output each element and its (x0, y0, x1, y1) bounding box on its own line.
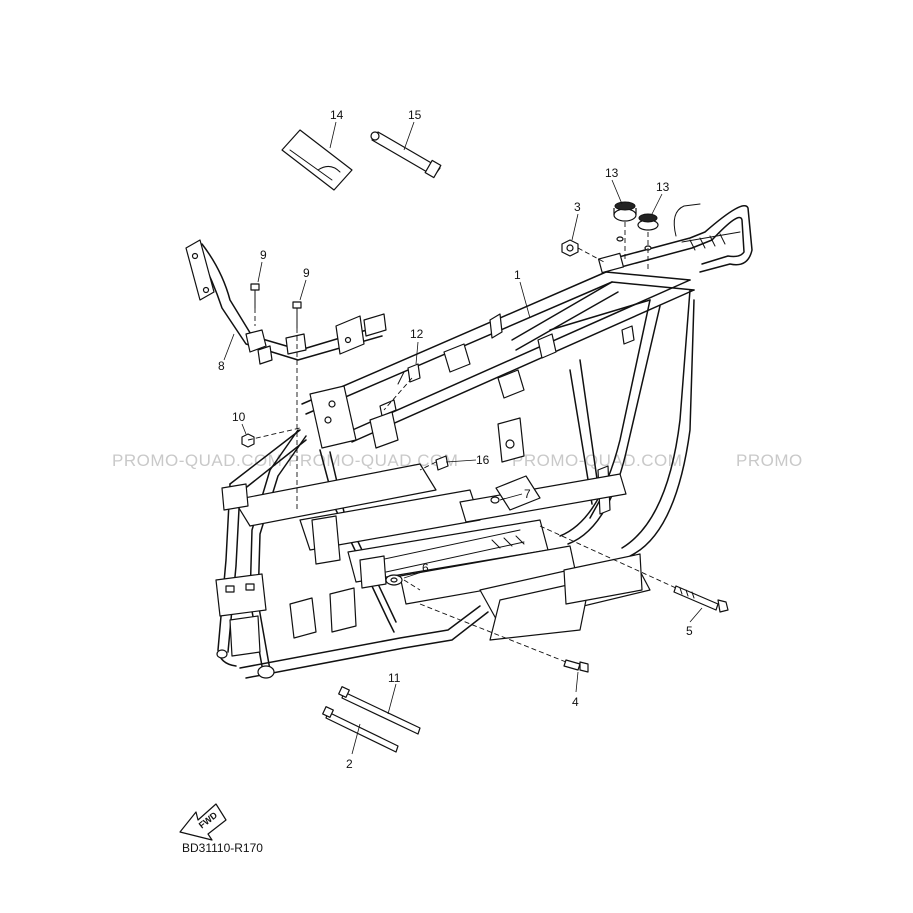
callout-8: 8 (218, 359, 225, 373)
watermark-4: PROMO (736, 451, 803, 470)
part-11-2-ties (322, 686, 421, 753)
main-frame-upper (301, 271, 695, 443)
main-frame-front (215, 385, 489, 679)
callout-14: 14 (330, 108, 344, 122)
callout-numbers: 14 15 13 13 3 1 9 9 8 12 10 16 7 6 5 4 1… (218, 108, 693, 771)
callout-13b: 13 (656, 180, 670, 194)
lower-cross-members (221, 463, 651, 641)
part-13-grommets (613, 201, 659, 231)
callout-15: 15 (408, 108, 422, 122)
leader-lines (223, 121, 703, 755)
callout-6: 6 (422, 561, 429, 575)
part-3-nut (561, 239, 579, 257)
callout-11: 11 (388, 671, 401, 685)
rear-rack (597, 203, 753, 274)
callout-2: 2 (346, 757, 353, 771)
fwd-arrow-icon: FWD (179, 803, 227, 841)
part-4-bolt (563, 659, 589, 673)
part-14-label (281, 129, 353, 191)
part-5-bolt (673, 585, 729, 613)
callout-1: 1 (514, 268, 521, 282)
callout-16: 16 (476, 453, 490, 467)
callout-9b: 9 (303, 266, 310, 280)
watermark-3: PROMO-QUAD.COM (512, 451, 682, 470)
part-10-nut (241, 433, 255, 448)
mid-brackets (369, 411, 541, 511)
part-6-washer (385, 574, 403, 586)
callout-3: 3 (574, 200, 581, 214)
callout-9a: 9 (260, 248, 267, 262)
callout-10: 10 (232, 410, 246, 424)
callout-7: 7 (524, 487, 531, 501)
callout-4: 4 (572, 695, 579, 709)
callout-12: 12 (410, 327, 424, 341)
watermark-row: PROMO-QUAD.COM PROMO-QUAD.COM PROMO-QUAD… (112, 451, 803, 470)
drawing-code: BD31110-R170 (182, 841, 263, 855)
watermark-1: PROMO-QUAD.COM (112, 451, 282, 470)
assembly-lines (247, 222, 677, 663)
part-9-bolts (250, 283, 302, 329)
watermark-2: PROMO-QUAD.COM (288, 451, 458, 470)
callout-5: 5 (686, 624, 693, 638)
part-12-clip (397, 363, 421, 385)
part-15-tool (370, 131, 442, 179)
part-8-front-bar (185, 239, 387, 365)
callout-13a: 13 (605, 166, 619, 180)
